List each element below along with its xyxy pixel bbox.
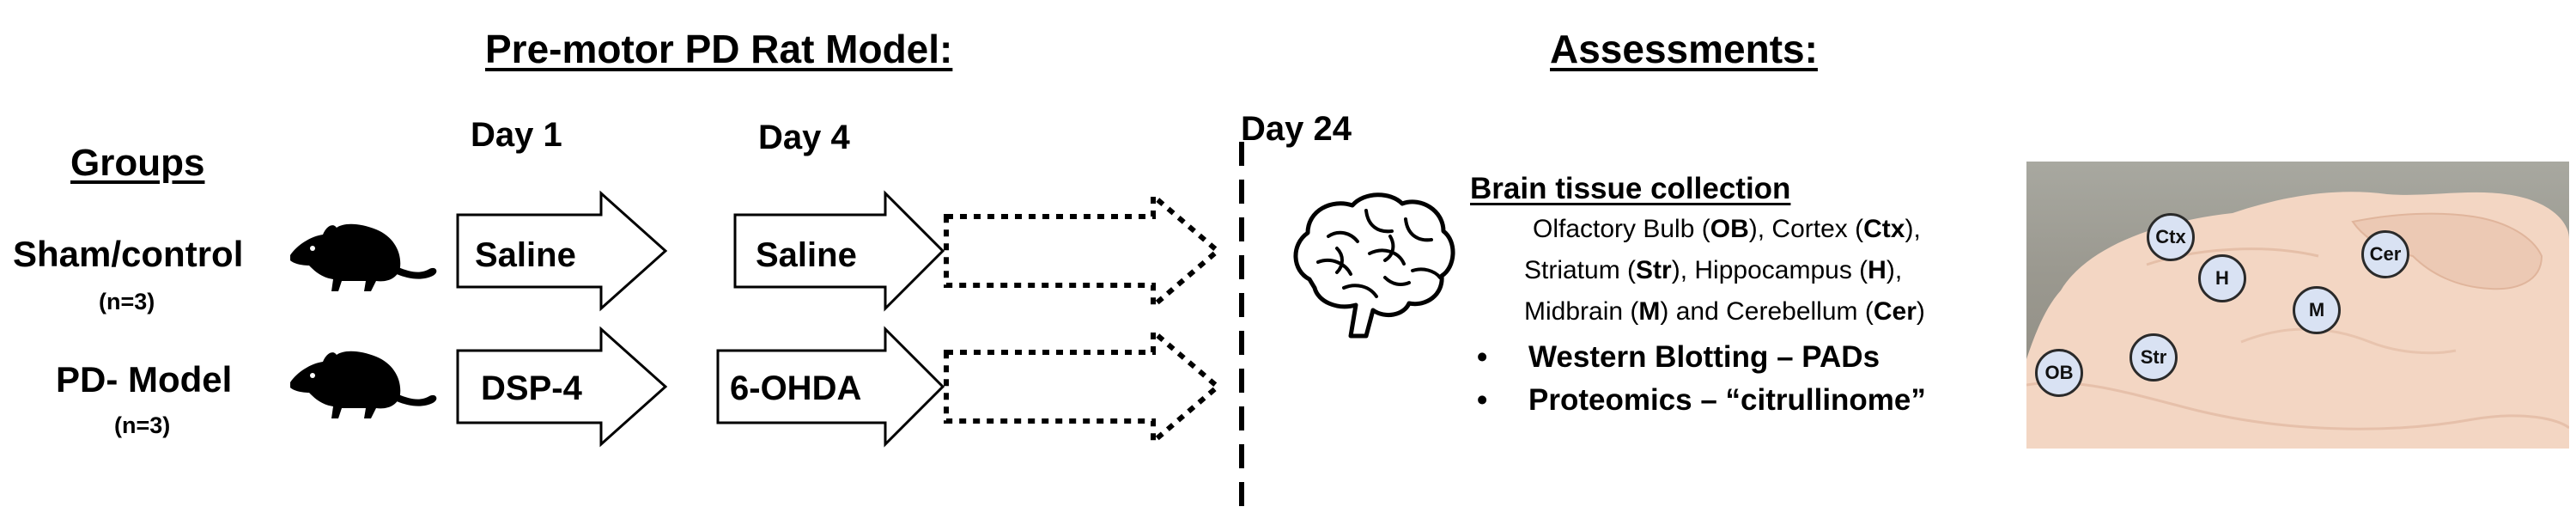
dotted-arrow-pd — [944, 326, 1222, 448]
marker-cer: Cer — [2361, 230, 2409, 278]
treatment-day4-sham: Saline — [756, 236, 857, 274]
group-pd-name: PD- Model — [56, 359, 233, 400]
region-str-name: Striatum — [1524, 256, 1620, 284]
regions-line-3: Midbrain (M) and Cerebellum (Cer) — [1524, 297, 1925, 326]
groups-header: Groups — [70, 142, 205, 184]
rat-silhouette-icon — [290, 223, 437, 291]
arrow-day4-sham — [733, 190, 945, 312]
region-ob-abbr: OB — [1710, 215, 1749, 243]
regions-line-1: Olfactory Bulb (OB), Cortex (Ctx), — [1533, 215, 1921, 243]
region-ctx-abbr: Ctx — [1863, 215, 1905, 243]
region-m-name: Midbrain — [1524, 297, 1624, 326]
arrow-day1-sham — [456, 190, 668, 312]
region-ob-name: Olfactory Bulb — [1533, 215, 1695, 243]
marker-str: Str — [2129, 333, 2178, 382]
marker-m: M — [2293, 286, 2341, 334]
assessments-title: Assessments: — [1550, 27, 1818, 71]
day24-label: Day 24 — [1241, 110, 1352, 148]
rat-silhouette-icon — [290, 351, 437, 418]
marker-ctx: Ctx — [2147, 213, 2195, 261]
bullet-dot: • — [1477, 340, 1488, 374]
day4-label: Day 4 — [758, 119, 850, 156]
group-pd-n: (n=3) — [114, 412, 171, 438]
marker-ob: OB — [2035, 349, 2083, 397]
brain-section-photo: Ctx H M Cer Str OB — [2026, 162, 2569, 449]
arrow-day4-pd — [716, 326, 945, 448]
day1-label: Day 1 — [471, 116, 562, 154]
region-cer-abbr: Cer — [1873, 297, 1917, 326]
day24-divider-line — [1239, 142, 1244, 516]
region-str-abbr: Str — [1636, 256, 1672, 284]
model-title: Pre-motor PD Rat Model: — [485, 27, 953, 71]
bullet-proteomics: •Proteomics – “citrullinome” — [1477, 383, 1926, 417]
treatment-day1-sham: Saline — [475, 236, 576, 274]
bullet-dot: • — [1477, 383, 1488, 417]
brain-tissue-header: Brain tissue collection — [1470, 172, 1791, 205]
region-h-abbr: H — [1868, 256, 1886, 284]
region-m-abbr: M — [1638, 297, 1661, 326]
treatment-day1-pd: DSP-4 — [481, 369, 582, 407]
treatment-day4-pd: 6-OHDA — [730, 369, 862, 407]
dotted-arrow-sham — [944, 190, 1222, 312]
group-sham-name: Sham/control — [13, 234, 244, 274]
brain-outline-icon — [1293, 192, 1455, 339]
region-cer-name: Cerebellum — [1726, 297, 1858, 326]
regions-line-2: Striatum (Str), Hippocampus (H), — [1524, 256, 1903, 284]
marker-h: H — [2198, 254, 2246, 302]
arrow-day1-pd — [456, 326, 668, 448]
region-h-name: Hippocampus — [1694, 256, 1852, 284]
region-ctx-name: Cortex — [1771, 215, 1848, 243]
group-sham-n: (n=3) — [99, 289, 155, 314]
bullet-western-blotting: •Western Blotting – PADs — [1477, 340, 1880, 374]
